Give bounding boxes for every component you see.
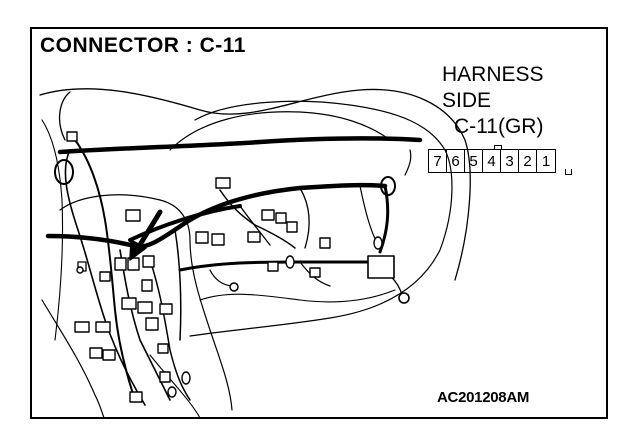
harness-connector xyxy=(121,297,137,310)
dashboard-outline xyxy=(199,289,396,303)
connector-pin: 5 xyxy=(464,150,482,172)
dashboard-outline xyxy=(189,100,453,337)
harness-trunk xyxy=(45,182,388,249)
harness-plug xyxy=(373,236,383,250)
harness-connector xyxy=(286,221,298,233)
connector-pin: 3 xyxy=(500,150,518,172)
harness-connector xyxy=(247,231,261,243)
harness-connector xyxy=(66,131,78,142)
harness-connector xyxy=(114,257,127,271)
ground-terminal xyxy=(398,292,410,304)
harness-wire xyxy=(64,149,146,406)
harness-wire xyxy=(404,149,412,176)
harness-wire xyxy=(239,205,271,246)
harness-connector xyxy=(125,209,141,222)
harness-connector xyxy=(99,271,111,282)
harness-trunk xyxy=(57,136,423,155)
connector-pin: 2 xyxy=(518,150,536,172)
harness-connector xyxy=(309,267,321,278)
harness-label-line1: HARNESS xyxy=(442,63,544,86)
harness-wire xyxy=(149,259,191,401)
harness-connector xyxy=(215,177,231,189)
connector-pin: 7 xyxy=(433,152,442,170)
harness-wire xyxy=(209,269,233,287)
harness-connector xyxy=(319,237,331,249)
harness-connector xyxy=(261,209,275,221)
connector-pin: 4 xyxy=(482,150,500,172)
ground-terminal xyxy=(229,282,239,292)
harness-wire xyxy=(74,139,136,401)
connector-code-label: C-11(GR) xyxy=(454,115,544,138)
harness-connector xyxy=(74,321,90,333)
harness-side-label: HARNESS SIDE C-11(GR) xyxy=(442,62,544,140)
harness-connector xyxy=(137,301,153,314)
harness-connector xyxy=(159,303,173,315)
harness-connector xyxy=(89,347,103,359)
dashboard-outline xyxy=(41,299,105,419)
harness-connector xyxy=(275,212,287,224)
harness-connector xyxy=(129,391,143,403)
connector-tab xyxy=(565,169,572,175)
harness-connector xyxy=(145,317,159,331)
harness-connector xyxy=(141,279,153,292)
diagram-frame xyxy=(30,27,608,419)
harness-connector xyxy=(102,349,116,361)
harness-plug xyxy=(285,255,295,269)
harness-connector xyxy=(195,231,209,244)
dashboard-outline xyxy=(169,111,391,151)
harness-connector xyxy=(211,233,225,246)
dashboard-outline xyxy=(41,119,64,341)
grommet xyxy=(380,176,396,196)
grommet xyxy=(54,159,74,185)
dashboard-outline xyxy=(59,194,233,411)
harness-wire xyxy=(359,185,379,246)
harness-connector xyxy=(95,321,111,333)
harness-trunk xyxy=(128,204,242,242)
dashboard-outline xyxy=(39,88,471,281)
harness-connector xyxy=(367,255,395,279)
connector-pin: 1 xyxy=(536,150,555,172)
dashboard-outline xyxy=(149,354,201,419)
harness-connector xyxy=(142,255,155,268)
connector-latch xyxy=(494,145,502,150)
harness-connector xyxy=(157,343,169,354)
harness-label-line2: SIDE xyxy=(442,89,492,112)
connector-pin: 6 xyxy=(446,150,464,172)
ground-terminal xyxy=(76,266,84,274)
harness-wire xyxy=(174,229,182,341)
harness-connector xyxy=(159,371,171,383)
harness-wire xyxy=(299,187,310,249)
harness-connector xyxy=(267,261,279,272)
pointer-arrow xyxy=(135,209,163,251)
connector-title: CONNECTOR : C-11 xyxy=(40,34,246,57)
harness-plug xyxy=(167,386,177,398)
figure-code: AC201208AM xyxy=(437,389,530,406)
harness-plug xyxy=(181,371,191,385)
harness-wire xyxy=(58,91,71,141)
pointer-arrow-head xyxy=(129,239,147,261)
